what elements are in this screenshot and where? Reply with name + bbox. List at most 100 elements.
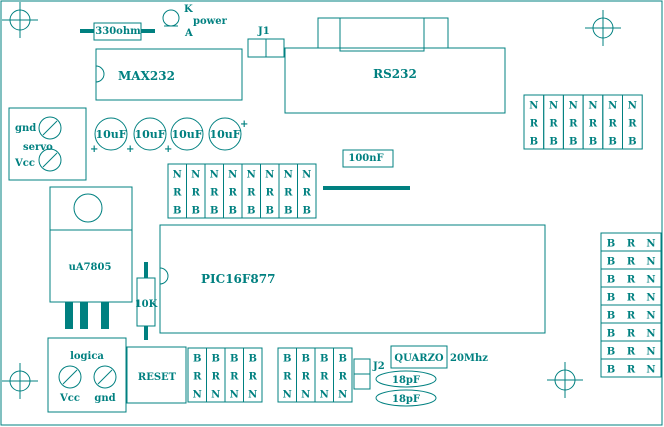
servo-terminal: [8, 107, 87, 181]
pic-label: PIC16F877: [201, 272, 275, 286]
header-bottom-left-pin-label: N: [230, 390, 239, 401]
header-right-pin-label: R: [627, 293, 636, 304]
header-middle-pin-label: B: [266, 206, 274, 217]
logica-label: logica: [70, 351, 104, 362]
header-bottom-left-pin-label: B: [212, 354, 220, 365]
led-power: [162, 9, 180, 27]
pic-chip: [159, 224, 546, 334]
pic-notch: [159, 267, 169, 285]
header-top-right-pin-label: R: [589, 119, 598, 130]
header-bottom-left-pin-label: R: [212, 372, 221, 383]
cap-100nf-box: [342, 149, 394, 168]
header-right-pin-label: N: [646, 275, 655, 286]
reset-label: RESET: [138, 372, 177, 383]
header-bottom-middle-col-3: [333, 347, 353, 403]
cap-100nf-label: 100nF: [348, 153, 383, 164]
header-middle-pin-label: R: [284, 188, 293, 199]
header-bottom-left-pin-label: B: [193, 354, 201, 365]
cap-18pf-1: [375, 370, 437, 388]
board-labels: 330ohm K power A J1 MAX232 RS232 gnd ser…: [14, 4, 656, 405]
header-top-right-pin-label: B: [608, 137, 616, 148]
led-power-label: power: [193, 16, 228, 27]
header-middle-pin-label: B: [210, 206, 218, 217]
resistor-330-label: 330ohm: [95, 26, 141, 37]
header-middle-pin-label: R: [247, 188, 256, 199]
logica-screw-vcc: [58, 365, 82, 389]
header-bottom-left-col-3: [243, 347, 263, 403]
header-right-pin-label: N: [646, 329, 655, 340]
max232-label: MAX232: [118, 69, 175, 83]
header-middle-pin-label: R: [210, 188, 219, 199]
header-bottom-middle-pin-label: R: [283, 372, 292, 383]
header-right-pin-label: N: [646, 365, 655, 376]
header-right-pin-label: R: [627, 365, 636, 376]
regulator-hole: [73, 193, 103, 223]
led-a-label: A: [184, 28, 193, 39]
header-top-right-pin-label: B: [589, 137, 597, 148]
cap-10uf-label-3: 10uF: [171, 128, 202, 141]
header-top-right-pin-label: N: [569, 101, 578, 112]
header-middle-pin-label: N: [265, 170, 274, 181]
header-middle-pin-label: B: [173, 206, 181, 217]
header-bottom-middle-pin-label: R: [320, 372, 329, 383]
header-right-pin-label: B: [607, 329, 615, 340]
max232-chip: [95, 48, 243, 101]
header-top-right-pin-label: N: [608, 101, 617, 112]
header-top-right-pin-label: R: [569, 119, 578, 130]
header-middle-pin-label: R: [229, 188, 238, 199]
led-k-label: K: [184, 4, 193, 15]
header-middle-pin-label: N: [247, 170, 256, 181]
regulator-tab: [49, 186, 133, 231]
header-right-pin-label: R: [627, 347, 636, 358]
header-right-pin-label: B: [607, 311, 615, 322]
servo-screw-vcc: [38, 148, 62, 172]
resistor-330-body: [93, 22, 142, 41]
header-middle-pin-label: R: [192, 188, 201, 199]
header-middle-pin-label: N: [210, 170, 219, 181]
resistor-10k-body: [136, 277, 156, 327]
header-bottom-middle-pin-label: B: [339, 354, 347, 365]
cap-plus-2: +: [126, 144, 134, 155]
header-middle-pin-label: B: [192, 206, 200, 217]
cap-10uf-label-2: 10uF: [134, 128, 165, 141]
header-top-right-pin-label: R: [608, 119, 617, 130]
header-bottom-middle-pin-label: B: [302, 354, 310, 365]
header-top-right-pin-label: R: [628, 119, 637, 130]
header-middle-pin-label: B: [284, 206, 292, 217]
header-bottom-left-pin-label: B: [249, 354, 257, 365]
header-middle-pin-label: N: [173, 170, 182, 181]
cap-plus-4: +: [240, 119, 248, 130]
header-right-pin-label: R: [627, 311, 636, 322]
servo-screw-gnd-slot: [42, 120, 58, 136]
regulator-label: uA7805: [69, 262, 112, 273]
header-bottom-middle-pin-label: N: [301, 390, 310, 401]
cap-10uf-label-4: 10uF: [209, 128, 240, 141]
header-bottom-middle-pin-label: N: [283, 390, 292, 401]
header-right-pin-label: B: [607, 257, 615, 268]
header-top-right-pin-label: N: [628, 101, 637, 112]
cap-10uf-3: [170, 117, 204, 151]
header-top-right-pin-label: N: [549, 101, 558, 112]
header-right-pin-label: B: [607, 365, 615, 376]
header-top-right-pin-label: B: [549, 137, 557, 148]
header-top-right-pin-label: B: [628, 137, 636, 148]
header-right-pin-label: B: [607, 347, 615, 358]
header-top-right-pin-label: R: [530, 119, 539, 130]
logica-terminal: [47, 337, 127, 413]
header-bottom-middle-pin-label: R: [302, 372, 311, 383]
header-middle-pin-label: B: [303, 206, 311, 217]
rs232-shell: [317, 17, 449, 49]
quarzo-label: QUARZO: [394, 353, 443, 364]
header-bottom-left-pin-label: N: [193, 390, 202, 401]
servo-gnd-label: gnd: [15, 123, 36, 134]
cap-10uf-4: [208, 117, 242, 151]
header-right-pin-label: R: [627, 239, 636, 250]
header-right-pin-label: B: [607, 275, 615, 286]
header-middle-pin-label: N: [302, 170, 311, 181]
header-top-right-pin-label: B: [530, 137, 538, 148]
header-bottom-left-pin-label: B: [230, 354, 238, 365]
header-middle-pin-label: R: [173, 188, 182, 199]
header-right-pin-label: B: [607, 239, 615, 250]
